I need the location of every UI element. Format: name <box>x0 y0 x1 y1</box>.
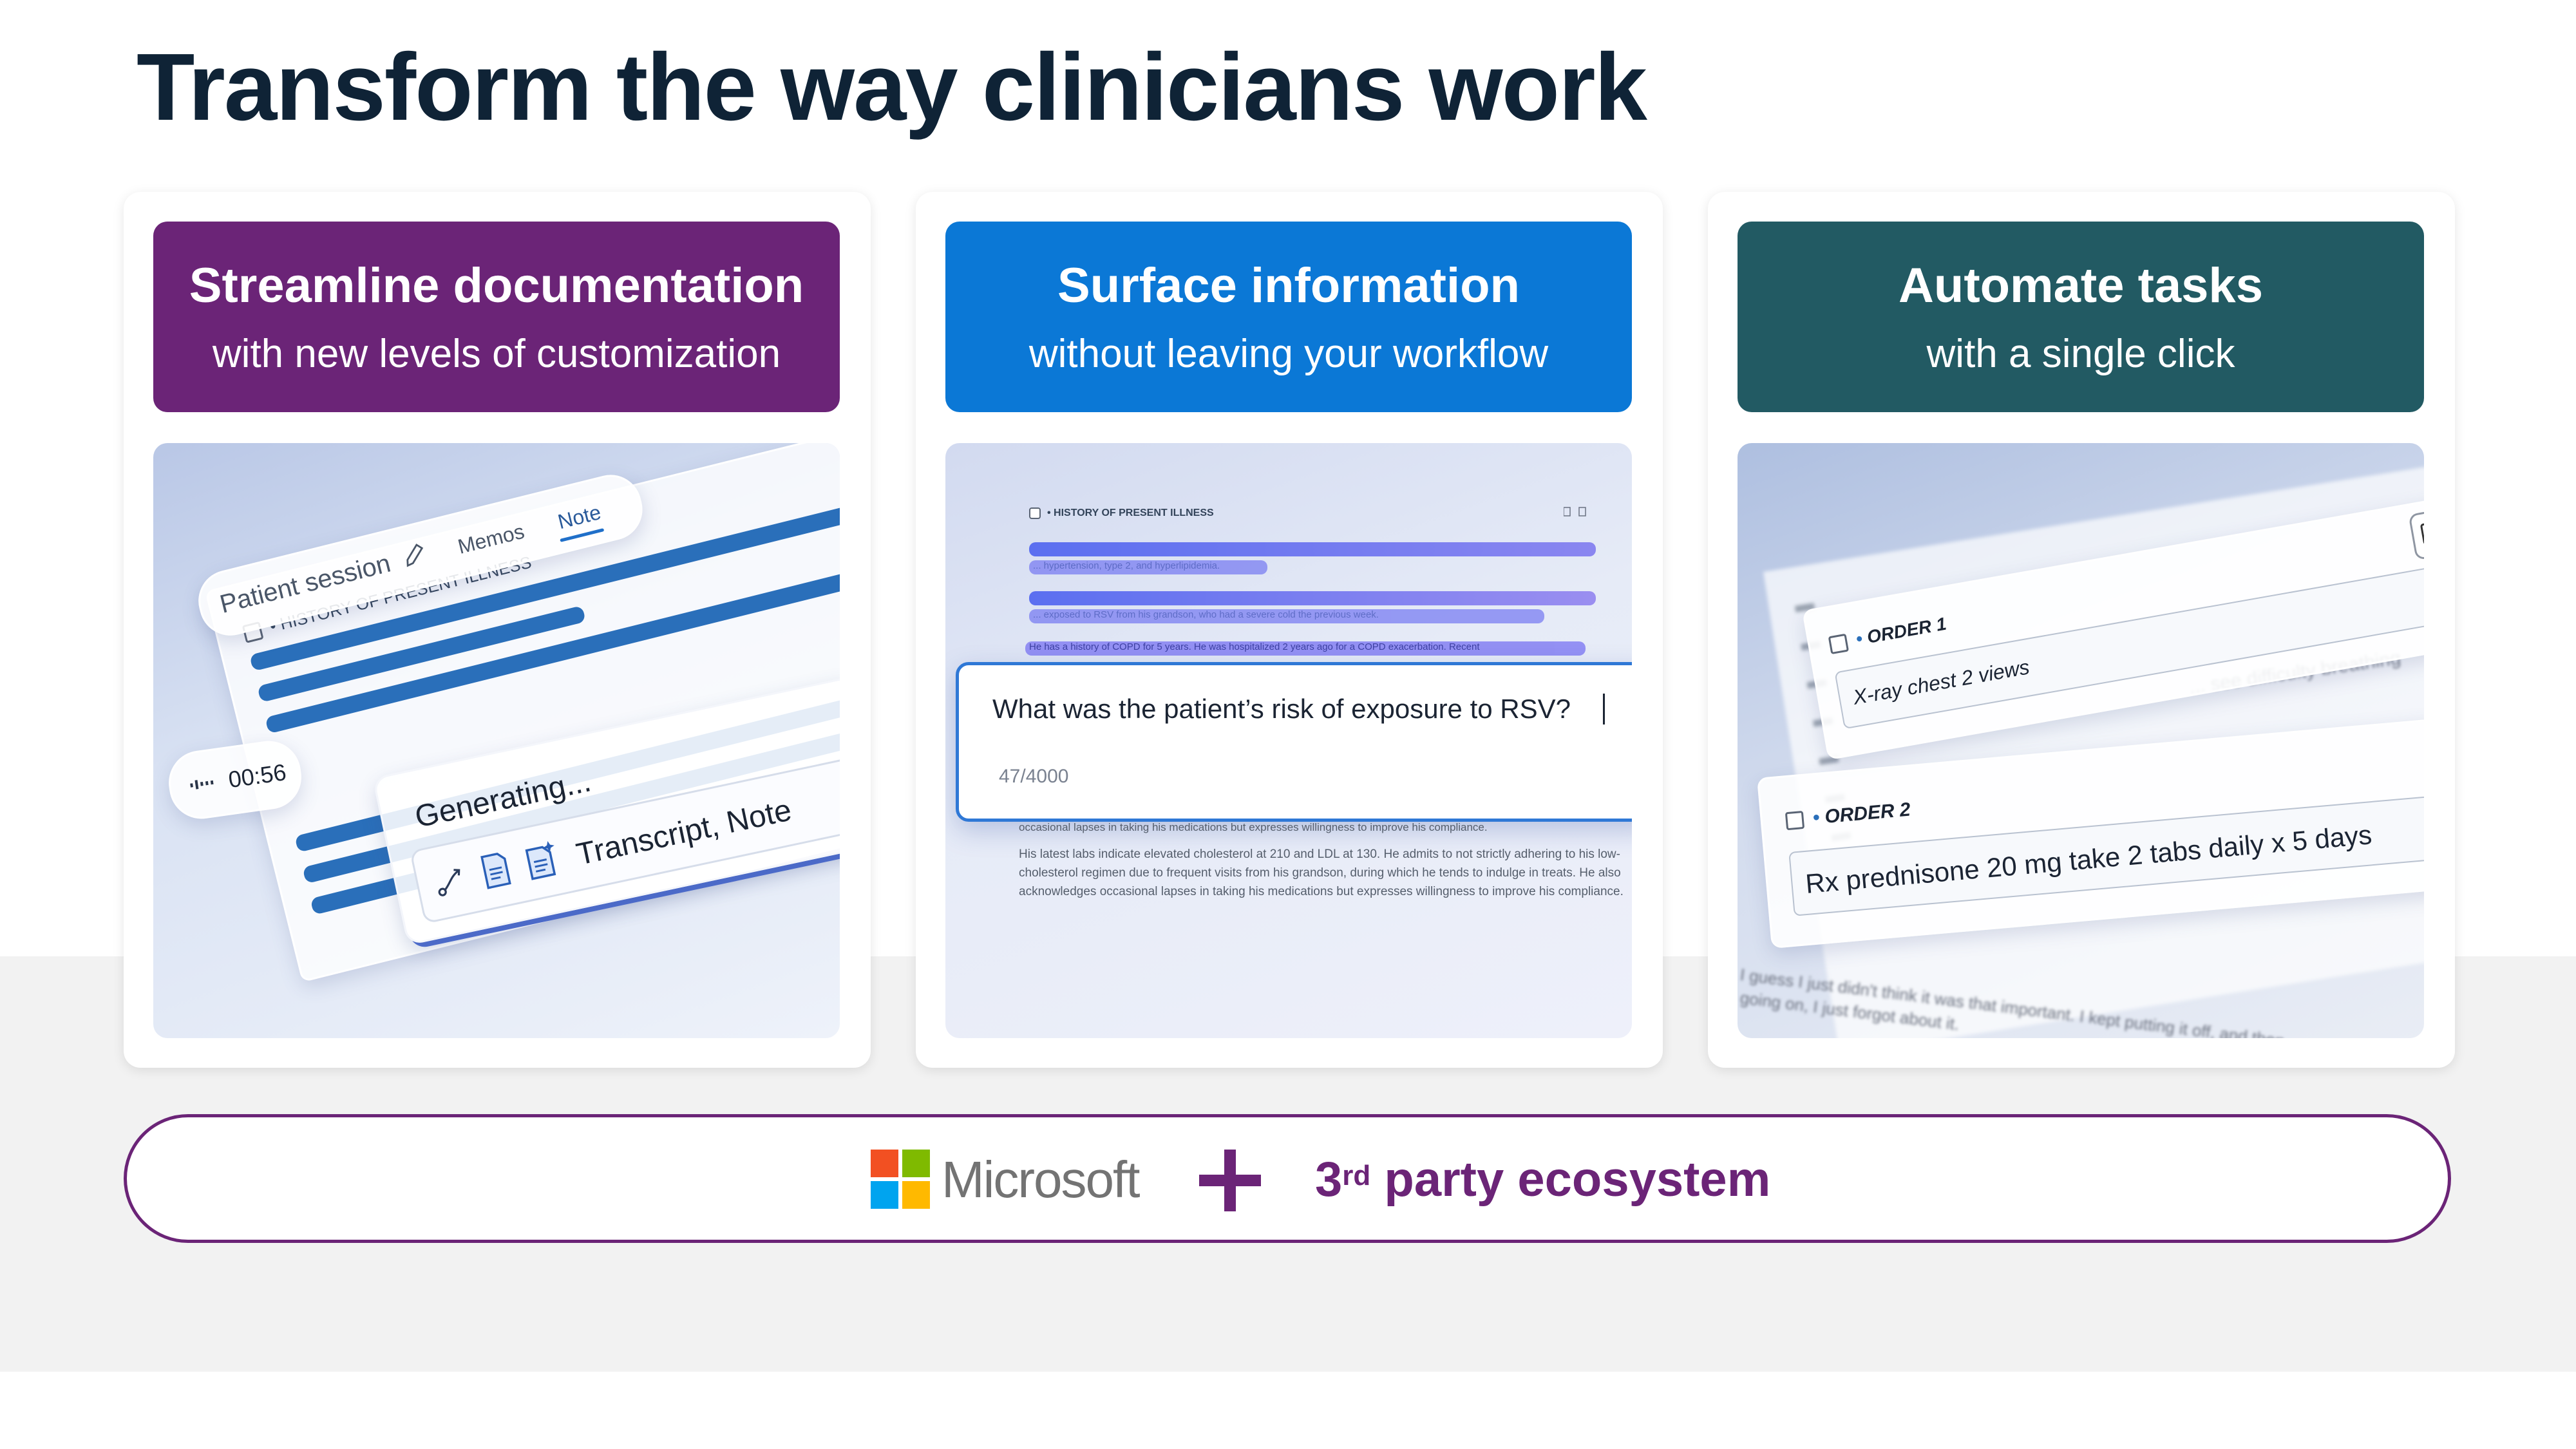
order-1-checkbox[interactable] <box>1828 633 1850 654</box>
order-1-heading: • ORDER 1 <box>1828 614 1948 654</box>
banner-subheading: with new levels of customization <box>212 332 781 376</box>
documentation-illustration: • HISTORY OF PRESENT ILLNESS Patient ses… <box>153 443 840 1038</box>
section-checkbox[interactable] <box>1029 507 1041 519</box>
card-surface-information: Surface information without leaving your… <box>916 192 1663 1068</box>
card-automate-tasks: Automate tasks with a single click ... s… <box>1708 192 2455 1068</box>
note-paragraph: His latest labs indicate elevated choles… <box>1019 848 1624 898</box>
tab-memos[interactable]: Memos <box>455 519 527 558</box>
microsoft-logo-icon <box>871 1150 930 1209</box>
character-count: 47/4000 <box>999 766 1069 787</box>
generating-panel: Generating... Transcript, Note <box>372 675 840 946</box>
audio-wave-icon <box>189 774 215 797</box>
banner-subheading: without leaving your workflow <box>1028 332 1549 376</box>
section-heading: • HISTORY OF PRESENT ILLNESS <box>1029 507 1214 519</box>
order-2-heading: • ORDER 2 <box>1785 799 1911 831</box>
share-icon[interactable] <box>433 864 469 902</box>
highlight-line: ... exposed to RSV from his grandson, wh… <box>1029 609 1544 623</box>
highlight-line: ... hypertension, type 2, and hyperlipid… <box>1029 560 1267 574</box>
information-illustration: • HISTORY OF PRESENT ILLNESS ... hyperte… <box>945 443 1632 1038</box>
pencil-icon[interactable] <box>398 538 431 574</box>
highlight-line <box>1029 591 1596 605</box>
banner-heading: Automate tasks <box>1899 258 2263 313</box>
recording-timer[interactable]: 00:56 <box>164 737 306 823</box>
question-box[interactable]: What was the patient’s risk of exposure … <box>956 662 1632 822</box>
banner-heading: Streamline documentation <box>189 258 804 313</box>
order-1-panel: • ORDER 1 X-ray chest 2 views <box>1802 491 2424 761</box>
tab-note[interactable]: Note <box>555 500 603 534</box>
result-row: Transcript, Note <box>409 756 840 924</box>
copy-icon[interactable] <box>1563 506 1589 521</box>
session-tab-bar: Patient session Memos Note <box>192 468 649 642</box>
question-text: What was the patient’s risk of exposure … <box>992 694 1571 724</box>
banner-automate-tasks: Automate tasks with a single click <box>1738 222 2424 412</box>
order-1-action-button[interactable] <box>2408 505 2424 561</box>
sparkle-document-icon[interactable] <box>522 839 562 884</box>
timer-value: 00:56 <box>227 759 288 793</box>
text-cursor <box>1603 694 1605 724</box>
automation-illustration: ... see difficulty breathing I guess I j… <box>1738 443 2424 1038</box>
banner-surface-information: Surface information without leaving your… <box>945 222 1632 412</box>
partial-note-line: occasional lapses in taking his medicati… <box>1019 821 1488 833</box>
banner-subheading: with a single click <box>1926 332 2235 376</box>
microsoft-wordmark: Microsoft <box>942 1151 1140 1208</box>
card-streamline-documentation: Streamline documentation with new levels… <box>124 192 871 1068</box>
result-label: Transcript, Note <box>573 793 795 872</box>
highlight-line <box>1029 542 1596 556</box>
page-title: Transform the way clinicians work <box>137 34 1647 140</box>
plus-icon <box>1199 1150 1261 1211</box>
third-party-ecosystem-label: 3rd party ecosystem <box>1315 1152 1771 1207</box>
highlight-line: He has a history of COPD for 5 years. He… <box>1025 641 1586 656</box>
document-icon[interactable] <box>478 849 515 894</box>
order-2-checkbox[interactable] <box>1785 811 1805 831</box>
banner-streamline-documentation: Streamline documentation with new levels… <box>153 222 840 412</box>
ecosystem-banner <box>124 1114 2451 1243</box>
banner-heading: Surface information <box>1057 258 1520 313</box>
